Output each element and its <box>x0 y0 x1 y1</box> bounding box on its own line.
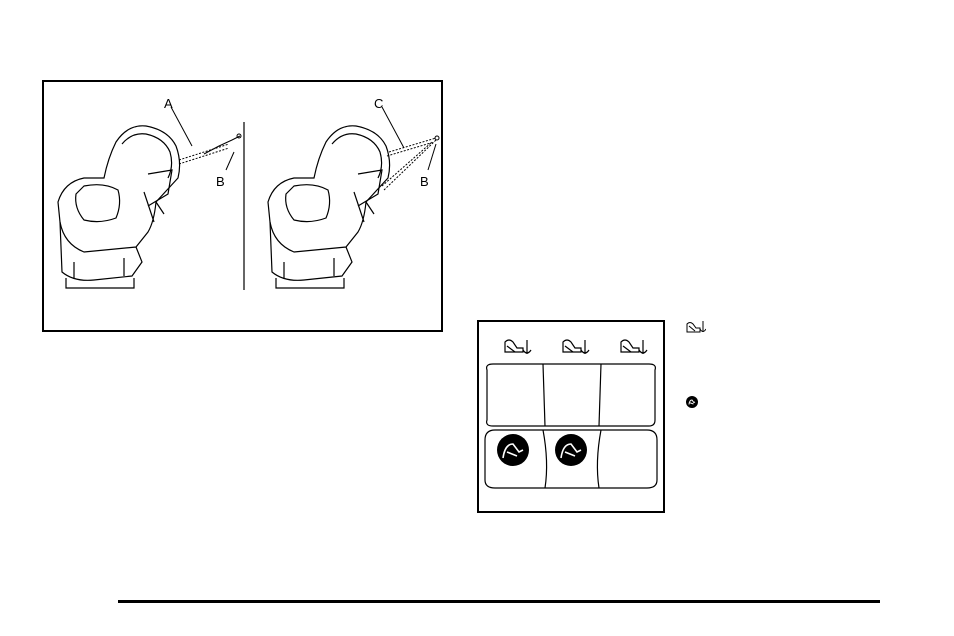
seatback <box>487 364 656 426</box>
legend-tether-entry <box>686 320 706 334</box>
top-tether-symbols <box>505 340 647 354</box>
top-tether-anchor-icon <box>686 320 706 334</box>
child-seat-tether-figure: A B C B <box>42 80 443 332</box>
footer-rule <box>118 600 880 603</box>
legend-lower-anchor-entry <box>686 396 698 408</box>
callout-b-left: B <box>216 174 225 189</box>
child-seat-illustration-right <box>268 126 390 288</box>
child-seat-illustration-left <box>58 126 180 288</box>
callout-a: A <box>164 96 173 111</box>
callout-b-right: B <box>420 174 429 189</box>
rear-seat-anchor-diagram <box>477 320 665 513</box>
callout-c: C <box>374 96 383 111</box>
lower-anchor-icon <box>686 396 698 408</box>
lower-anchor-symbols <box>497 434 587 466</box>
